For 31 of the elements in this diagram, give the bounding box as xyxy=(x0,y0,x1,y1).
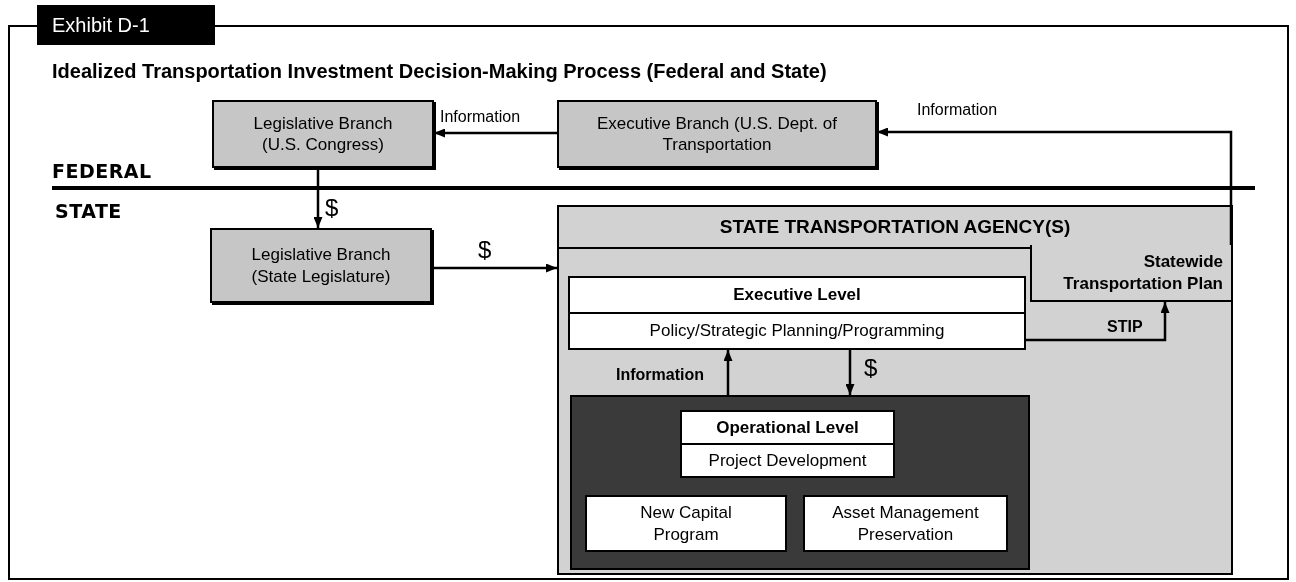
arrow xyxy=(877,127,1233,245)
arrow xyxy=(434,128,557,138)
node-label: Asset Management Preservation xyxy=(831,502,980,546)
plan-box xyxy=(1030,245,1231,302)
exhibit-tab: Exhibit D-1 xyxy=(37,5,215,45)
level-heading: Operational Level xyxy=(715,416,860,439)
level-heading: Executive Level xyxy=(732,284,862,307)
tier-label: STATE xyxy=(55,200,122,222)
level-box xyxy=(680,410,895,478)
operations-panel xyxy=(570,395,1030,570)
diagram-title: Idealized Transportation Investment Decision-Making Process (Federal and State) xyxy=(52,60,827,83)
arrow xyxy=(845,350,855,395)
program-box xyxy=(585,495,787,552)
node-label: New Capital Program xyxy=(639,502,733,546)
program-box xyxy=(803,495,1008,552)
arrow xyxy=(313,168,323,228)
branch-box xyxy=(557,100,877,168)
tier-label: FEDERAL xyxy=(52,160,152,182)
level-body: Project Development xyxy=(682,443,893,476)
agency-panel xyxy=(557,205,1233,575)
node-label: Legislative Branch (U.S. Congress) xyxy=(252,112,394,156)
level-box xyxy=(568,276,1026,350)
level-body: Policy/Strategic Planning/Programming xyxy=(570,312,1024,348)
arrow xyxy=(723,350,733,395)
arrow xyxy=(432,263,557,273)
node-label: Executive Branch (U.S. Dept. of Transportation xyxy=(596,112,838,156)
node-label: Statewide Transportation Plan xyxy=(1062,251,1224,295)
node-label: Legislative Branch (State Legislature) xyxy=(250,244,392,288)
branch-box xyxy=(212,100,434,168)
branch-box xyxy=(210,228,432,303)
arrow xyxy=(1026,302,1170,342)
